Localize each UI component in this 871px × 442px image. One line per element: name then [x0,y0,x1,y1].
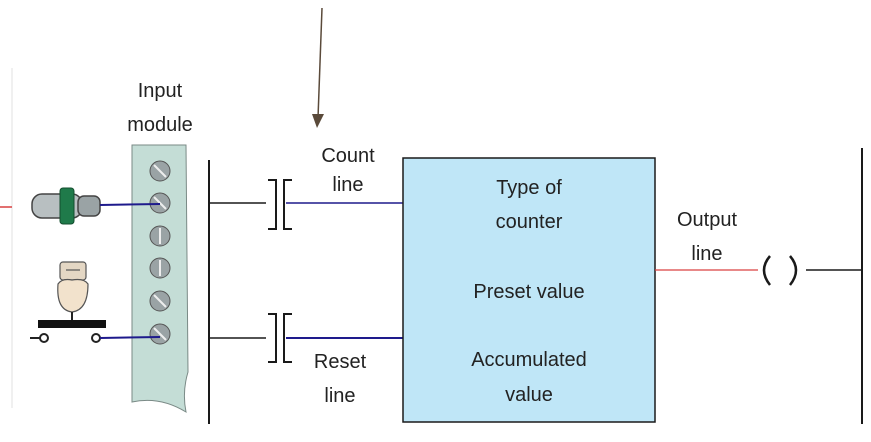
input-module-label-2: module [127,114,193,136]
count-line-label-2: line [332,174,363,196]
counter-box [402,157,656,423]
reset-line-label-2: line [324,385,355,407]
output-coil-icon [762,255,798,286]
sensor-wire [99,203,161,206]
reset-line-label-1: Reset [314,351,367,373]
terminal-screw-icon [149,225,171,247]
output-line-label-1: Output [677,209,737,231]
terminal-screw-icon [149,323,171,345]
pushbutton-wire [99,336,161,339]
terminal-screw-icon [149,290,171,312]
counter-type-label-2: counter [496,211,563,233]
terminal-screw-icon [149,160,171,182]
preset-value-label: Preset value [473,281,584,303]
count-contact-icon [268,179,292,230]
output-line-label-2: line [691,243,722,265]
count-line-label-1: Count [321,145,375,167]
pointer-arrow-icon [312,7,324,128]
counter-type-label-1: Type of [496,177,562,199]
terminal-screw-icon [149,192,171,214]
input-module-label-1: Input [138,80,183,102]
push-button-icon [30,261,106,343]
accumulated-label-2: value [505,384,553,406]
input-module [131,144,189,414]
terminal-screw-icon [149,257,171,279]
accumulated-label-1: Accumulated [471,349,587,371]
reset-contact-icon [268,313,292,363]
proximity-sensor-icon [31,187,101,225]
